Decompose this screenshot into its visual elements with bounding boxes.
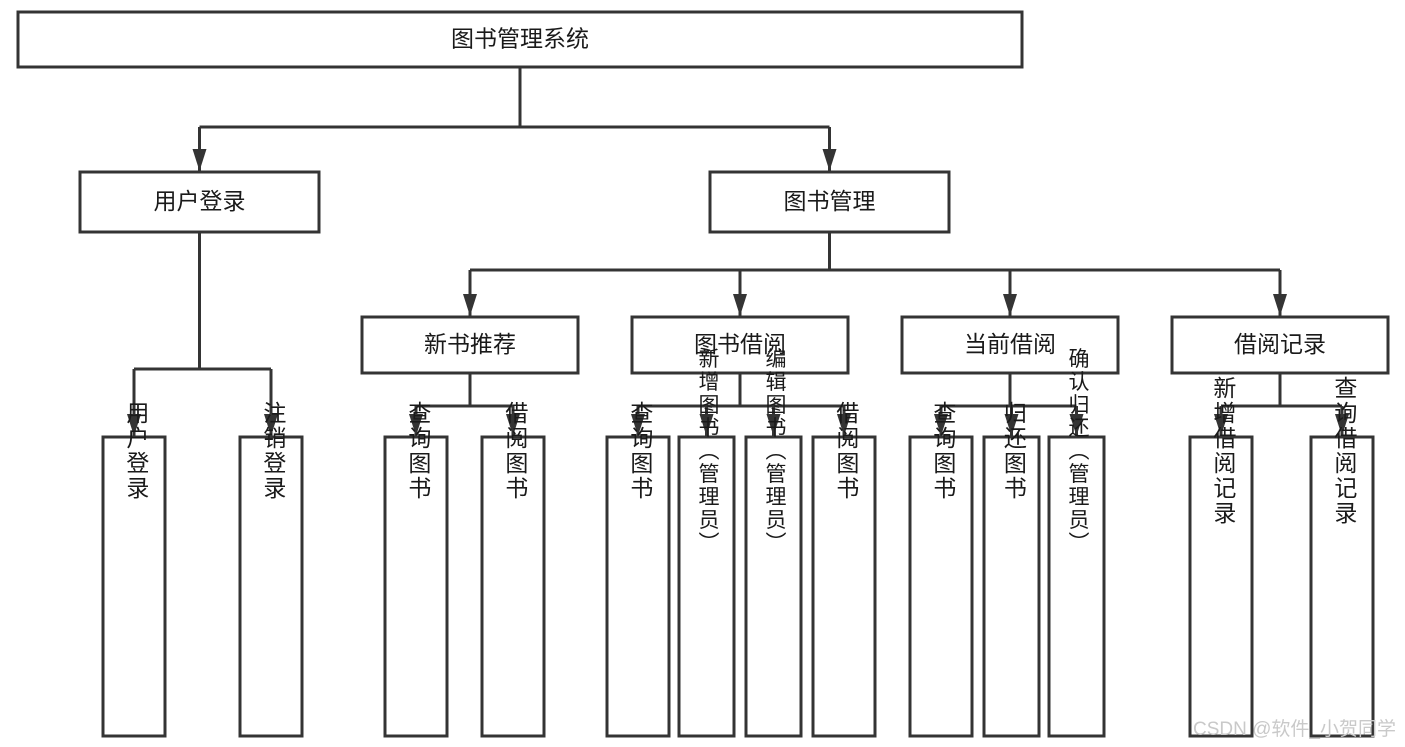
node-leaf-add-record[interactable]: 新增借阅记录: [1188, 376, 1254, 738]
node-box-leaf-return-book: [982, 435, 1041, 738]
node-label-borrow-record: 借阅记录: [1234, 331, 1326, 357]
node-leaf-query-book-bb[interactable]: 查询图书: [605, 401, 671, 738]
node-label-current-borrow: 当前借阅: [964, 331, 1056, 357]
arrowhead-icon: [127, 414, 141, 436]
node-box-current-borrow: [900, 315, 1120, 375]
node-label-book-manage: 图书管理: [784, 188, 876, 214]
node-leaf-user-login[interactable]: 用户登录: [101, 401, 167, 738]
node-current-borrow[interactable]: 当前借阅: [900, 315, 1120, 375]
node-layer: 图书管理系统用户登录图书管理新书推荐图书借阅当前借阅借阅记录用户登录注销登录查询…: [16, 10, 1390, 738]
arrowhead-icon: [1004, 414, 1019, 436]
arrowhead-icon: [192, 149, 207, 171]
node-leaf-confirm-return[interactable]: 确认归还（管理员）: [1047, 348, 1106, 738]
node-box-book-manage: [708, 170, 951, 234]
node-box-leaf-query-book-rec: [383, 435, 449, 738]
node-box-leaf-query-book-cb: [908, 435, 974, 738]
arrowhead-icon: [1069, 414, 1084, 436]
node-new-book-rec[interactable]: 新书推荐: [360, 315, 580, 375]
node-borrow-record[interactable]: 借阅记录: [1170, 315, 1390, 375]
node-box-leaf-user-login: [101, 435, 167, 738]
node-box-leaf-logout: [238, 435, 304, 738]
node-box-book-borrow: [630, 315, 850, 375]
node-label-leaf-add-record: 新增借阅记录: [1210, 376, 1237, 526]
node-label-root: 图书管理系统: [451, 26, 589, 52]
node-label-leaf-return-book: 归还图书: [1000, 401, 1027, 501]
arrowhead-icon: [506, 414, 520, 436]
connector-layer: [127, 67, 1349, 436]
arrowhead-icon: [409, 414, 423, 436]
node-label-leaf-user-login: 用户登录: [123, 401, 150, 501]
node-box-new-book-rec: [360, 315, 580, 375]
arrowhead-icon: [699, 414, 714, 436]
node-leaf-add-book[interactable]: 新增图书（管理员）: [677, 348, 736, 738]
node-leaf-edit-book[interactable]: 编辑图书（管理员）: [744, 348, 803, 738]
arrowhead-icon: [1214, 414, 1228, 436]
arrowhead-icon: [766, 414, 781, 436]
node-box-leaf-edit-book: [744, 435, 803, 738]
node-box-leaf-add-book: [677, 435, 736, 738]
arrowhead-icon: [1335, 414, 1349, 436]
node-leaf-query-book-rec[interactable]: 查询图书: [383, 401, 449, 738]
node-label-leaf-borrow-book-bb: 借阅图书: [833, 401, 860, 501]
node-label-leaf-confirm-return: 确认归还（管理员）: [1066, 348, 1090, 555]
arrowhead-icon: [733, 294, 747, 316]
node-box-leaf-confirm-return: [1047, 435, 1106, 738]
node-root[interactable]: 图书管理系统: [16, 10, 1024, 69]
node-user-login[interactable]: 用户登录: [78, 170, 321, 234]
arrowhead-icon: [934, 414, 948, 436]
node-box-leaf-query-book-bb: [605, 435, 671, 738]
arrowhead-icon: [463, 294, 477, 316]
arrowhead-icon: [1273, 294, 1287, 316]
node-book-borrow[interactable]: 图书借阅: [630, 315, 850, 375]
node-box-root: [16, 10, 1024, 69]
node-leaf-logout[interactable]: 注销登录: [238, 401, 304, 738]
node-box-borrow-record: [1170, 315, 1390, 375]
node-label-leaf-logout: 注销登录: [260, 401, 287, 501]
node-leaf-query-record[interactable]: 查询借阅记录: [1309, 376, 1375, 738]
node-book-manage[interactable]: 图书管理: [708, 170, 951, 234]
node-box-leaf-borrow-book-bb: [811, 435, 877, 738]
node-label-leaf-query-book-bb: 查询图书: [627, 401, 654, 501]
node-leaf-query-book-cb[interactable]: 查询图书: [908, 401, 974, 738]
arrowhead-icon: [264, 414, 278, 436]
node-label-leaf-query-record: 查询借阅记录: [1331, 376, 1358, 526]
node-label-leaf-borrow-book-rec: 借阅图书: [502, 401, 529, 501]
csdn-watermark: CSDN @软件_小贺同学: [1193, 718, 1396, 740]
node-box-user-login: [78, 170, 321, 234]
node-label-leaf-edit-book: 编辑图书（管理员）: [763, 348, 787, 555]
node-box-leaf-add-record: [1188, 435, 1254, 738]
node-leaf-borrow-book-rec[interactable]: 借阅图书: [480, 401, 546, 738]
arrowhead-icon: [631, 414, 645, 436]
arrowhead-icon: [822, 149, 837, 171]
node-label-leaf-query-book-rec: 查询图书: [405, 401, 432, 501]
node-label-leaf-query-book-cb: 查询图书: [930, 401, 957, 501]
node-label-new-book-rec: 新书推荐: [424, 331, 516, 357]
node-label-user-login: 用户登录: [154, 188, 246, 214]
node-box-leaf-query-record: [1309, 435, 1375, 738]
node-label-leaf-add-book: 新增图书（管理员）: [696, 348, 720, 555]
node-leaf-return-book[interactable]: 归还图书: [982, 401, 1041, 738]
node-leaf-borrow-book-bb[interactable]: 借阅图书: [811, 401, 877, 738]
node-label-book-borrow: 图书借阅: [694, 331, 786, 357]
arrowhead-icon: [837, 414, 851, 436]
node-box-leaf-borrow-book-rec: [480, 435, 546, 738]
arrowhead-icon: [1003, 294, 1017, 316]
